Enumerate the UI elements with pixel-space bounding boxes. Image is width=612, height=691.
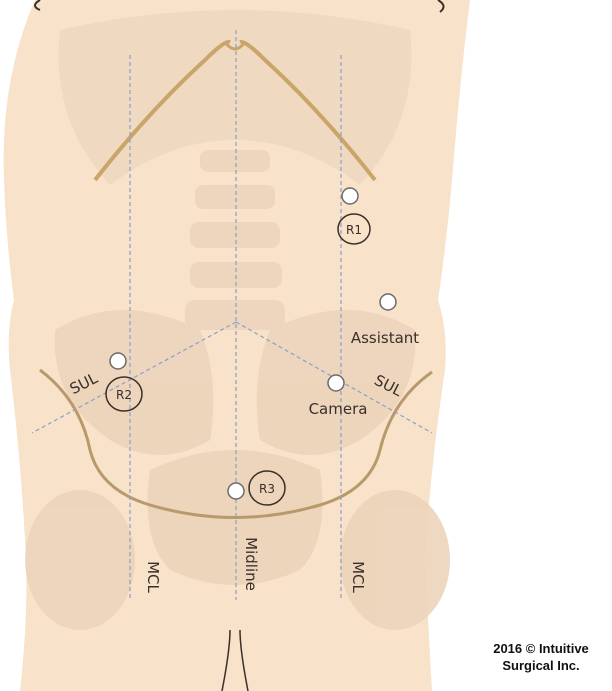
copyright-line-2: Surgical Inc. — [470, 657, 612, 674]
mcl-right-label: MCL — [349, 561, 367, 593]
camera-label: Camera — [309, 400, 368, 418]
mcl-left-label: MCL — [144, 561, 162, 593]
port-r3 — [228, 483, 244, 499]
midline-label: Midline — [242, 537, 260, 591]
copyright-notice: 2016 © Intuitive Surgical Inc. — [470, 640, 612, 674]
assistant-label: Assistant — [351, 329, 419, 347]
port-camera — [328, 375, 344, 391]
port-assistant — [380, 294, 396, 310]
r2-label: R2 — [116, 388, 132, 402]
port-r2 — [110, 353, 126, 369]
copyright-line-1: 2016 © Intuitive — [470, 640, 612, 657]
r1-label: R1 — [346, 223, 362, 237]
port-r1 — [342, 188, 358, 204]
r3-label: R3 — [259, 482, 275, 496]
